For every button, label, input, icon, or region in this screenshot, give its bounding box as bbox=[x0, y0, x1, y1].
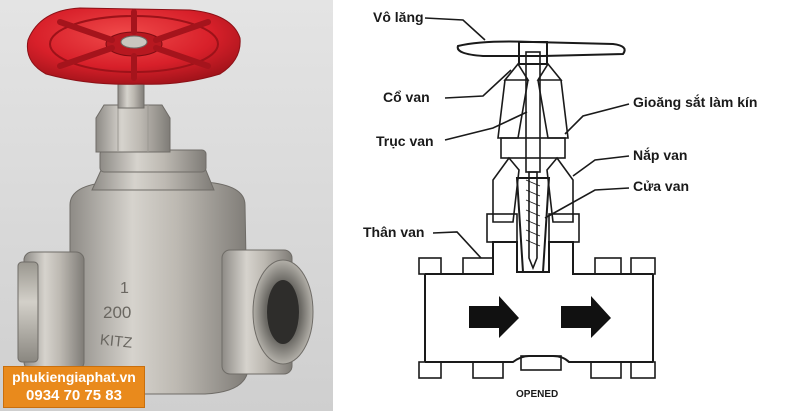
label-gate: Cửa van bbox=[633, 178, 689, 194]
label-body: Thân van bbox=[363, 224, 424, 240]
website-text[interactable]: phukiengiaphat.vn bbox=[12, 369, 136, 385]
leader-gland-packing bbox=[564, 103, 630, 135]
diagram-handwheel bbox=[456, 40, 626, 65]
valve-body-casting: 1 200 KITZ bbox=[17, 181, 314, 395]
body-marking-200: 200 bbox=[103, 303, 131, 322]
label-gland-packing: Gioăng sắt làm kín bbox=[633, 93, 757, 110]
flow-arrow-right bbox=[561, 296, 611, 338]
label-neck: Cổ van bbox=[383, 89, 430, 105]
valve-photo-illustration: 1 200 KITZ bbox=[0, 0, 333, 411]
label-handwheel: Vô lăng bbox=[373, 9, 424, 25]
diagram-gate bbox=[515, 177, 551, 273]
leader-stem bbox=[444, 111, 528, 141]
leader-handwheel bbox=[424, 17, 486, 41]
body-marking-kitz: KITZ bbox=[99, 331, 133, 351]
valve-cross-section-diagram: Vô lăng Cổ van Trục van Gioăng sắt làm k… bbox=[333, 0, 800, 411]
flow-arrows bbox=[469, 296, 611, 338]
diagram-bonnet bbox=[486, 137, 580, 243]
valve-photo: 1 200 KITZ phukiengiaphat.vn 0934 70 75 … bbox=[0, 0, 333, 411]
diagram-state-caption: OPENED bbox=[516, 389, 558, 400]
diagram-body bbox=[418, 241, 656, 379]
flow-arrow-left bbox=[469, 296, 519, 338]
label-stem: Trục van bbox=[376, 133, 434, 149]
phone-number-text[interactable]: 0934 70 75 83 bbox=[26, 387, 122, 404]
leader-neck bbox=[444, 69, 512, 99]
contact-badge: phukiengiaphat.vn 0934 70 75 83 bbox=[3, 366, 145, 408]
body-marking-1: 1 bbox=[120, 280, 129, 297]
diagram-stem bbox=[525, 51, 541, 271]
leader-bonnet bbox=[572, 155, 630, 177]
diagram-canvas: Vô lăng Cổ van Trục van Gioăng sắt làm k… bbox=[363, 9, 757, 400]
leader-gate bbox=[544, 187, 630, 219]
handwheel-photo bbox=[26, 7, 241, 85]
label-bonnet: Nắp van bbox=[633, 146, 687, 163]
valve-bonnet-casting bbox=[91, 71, 215, 191]
leader-body bbox=[432, 231, 482, 259]
diagram-neck bbox=[497, 62, 569, 139]
